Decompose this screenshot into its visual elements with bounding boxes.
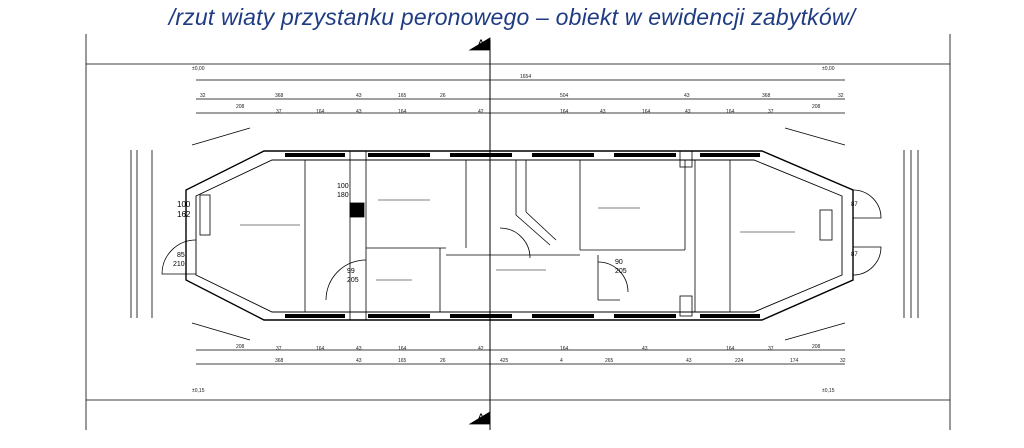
room-tags <box>240 199 795 281</box>
dim-diag-bl <box>191 322 251 341</box>
dim-r2-7: 368 <box>762 93 771 99</box>
label-small-bottom: 180 <box>337 192 349 199</box>
drawing-caption: /rzut wiaty przystanku peronowego – obie… <box>168 4 856 30</box>
dim-r3-5: 42 <box>478 109 484 115</box>
label-right-top-b: 87 <box>851 252 858 258</box>
dim-r2-2: 43 <box>356 93 362 99</box>
label-mid-top: 99 <box>347 268 355 275</box>
dim-r3-0: 208 <box>236 104 245 110</box>
fixture-black <box>349 202 365 218</box>
door-small-room <box>325 259 367 301</box>
dim-b1-8: 164 <box>726 346 735 352</box>
label-left-door-bottom: 210 <box>173 261 185 268</box>
dim-r2-0: 32 <box>200 93 206 99</box>
section-label-bottom: A <box>477 411 485 425</box>
label-left-top: 100 <box>177 200 191 209</box>
dim-r3-11: 37 <box>768 109 774 115</box>
dim-r2-6: 43 <box>684 93 690 99</box>
dim-b2-1: 43 <box>356 358 362 364</box>
partition-2 <box>349 150 367 321</box>
fixture-right <box>819 209 833 241</box>
dim-r3-2: 164 <box>316 109 325 115</box>
dim-r3-8: 164 <box>642 109 651 115</box>
partition-8 <box>515 214 551 246</box>
label-left-door-top: 85 <box>177 252 185 259</box>
label-center-top: 90 <box>615 259 623 266</box>
dim-r2-3: 165 <box>398 93 407 99</box>
dim-r3-10: 164 <box>726 109 735 115</box>
label-right-top-a: 87 <box>851 202 858 208</box>
dim-r2-4: 26 <box>440 93 446 99</box>
dim-r3-4: 164 <box>398 109 407 115</box>
dim-b1-0: 208 <box>236 344 245 350</box>
dim-b2-4: 425 <box>500 358 509 364</box>
dim-b1-3: 43 <box>356 346 362 352</box>
partition-10 <box>525 211 557 241</box>
building-inner-wall <box>195 159 843 313</box>
dim-b1-5: 42 <box>478 346 484 352</box>
dim-b1-6: 164 <box>560 346 569 352</box>
dim-b1-9: 37 <box>768 346 774 352</box>
dim-r3-3: 43 <box>356 109 362 115</box>
building-outer-wall <box>185 150 854 321</box>
dim-overall: 1654 <box>520 74 531 80</box>
label-small-top: 100 <box>337 183 349 190</box>
dim-r3-1: 37 <box>276 109 282 115</box>
dim-diag-tl <box>191 127 251 146</box>
dim-b2-3: 26 <box>440 358 446 364</box>
dim-b2-9: 174 <box>790 358 799 364</box>
dim-b2-0: 368 <box>275 358 284 364</box>
dim-b1-4: 164 <box>398 346 407 352</box>
dim-r2-8: 32 <box>838 93 844 99</box>
dim-b1-2: 164 <box>316 346 325 352</box>
section-arrow-top <box>468 37 491 51</box>
dim-b2-5: 4 <box>560 358 563 364</box>
level-mark-br: ±0,15 <box>822 388 835 394</box>
dim-r2-5: 504 <box>560 93 569 99</box>
dim-b2-8: 224 <box>735 358 744 364</box>
dim-r3-9: 43 <box>685 109 691 115</box>
dim-diag-tr <box>784 127 846 146</box>
dim-r3-12: 208 <box>812 104 821 110</box>
dim-b2-7: 43 <box>686 358 692 364</box>
dim-r3-7: 43 <box>600 109 606 115</box>
level-mark-tr: ±0,00 <box>822 66 835 72</box>
dim-b2-6: 265 <box>605 358 614 364</box>
section-arrow-bottom <box>468 411 491 425</box>
label-center-bottom: 205 <box>615 268 627 275</box>
door-center <box>597 261 629 293</box>
dim-diag-br <box>784 322 846 341</box>
dim-b1-10: 208 <box>812 344 821 350</box>
column-bottom <box>679 295 693 317</box>
dim-r3-6: 164 <box>560 109 569 115</box>
column-top <box>679 150 693 168</box>
level-mark-tl: ±0,00 <box>192 66 205 72</box>
section-label-top: A <box>477 37 485 51</box>
door-left <box>161 239 197 275</box>
level-mark-bl: ±0,15 <box>192 388 205 394</box>
dim-b1-7: 43 <box>642 346 648 352</box>
dim-b2-2: 165 <box>398 358 407 364</box>
dim-r2-1: 368 <box>275 93 284 99</box>
label-mid-bottom: 205 <box>347 277 359 284</box>
door-right-bottom <box>852 246 882 276</box>
door-right-top <box>852 189 882 219</box>
dim-b2-10: 32 <box>840 358 846 364</box>
label-left-bottom: 162 <box>177 210 191 219</box>
window-left <box>199 194 211 236</box>
dim-b1-1: 37 <box>276 346 282 352</box>
door-diagonal <box>499 227 531 259</box>
